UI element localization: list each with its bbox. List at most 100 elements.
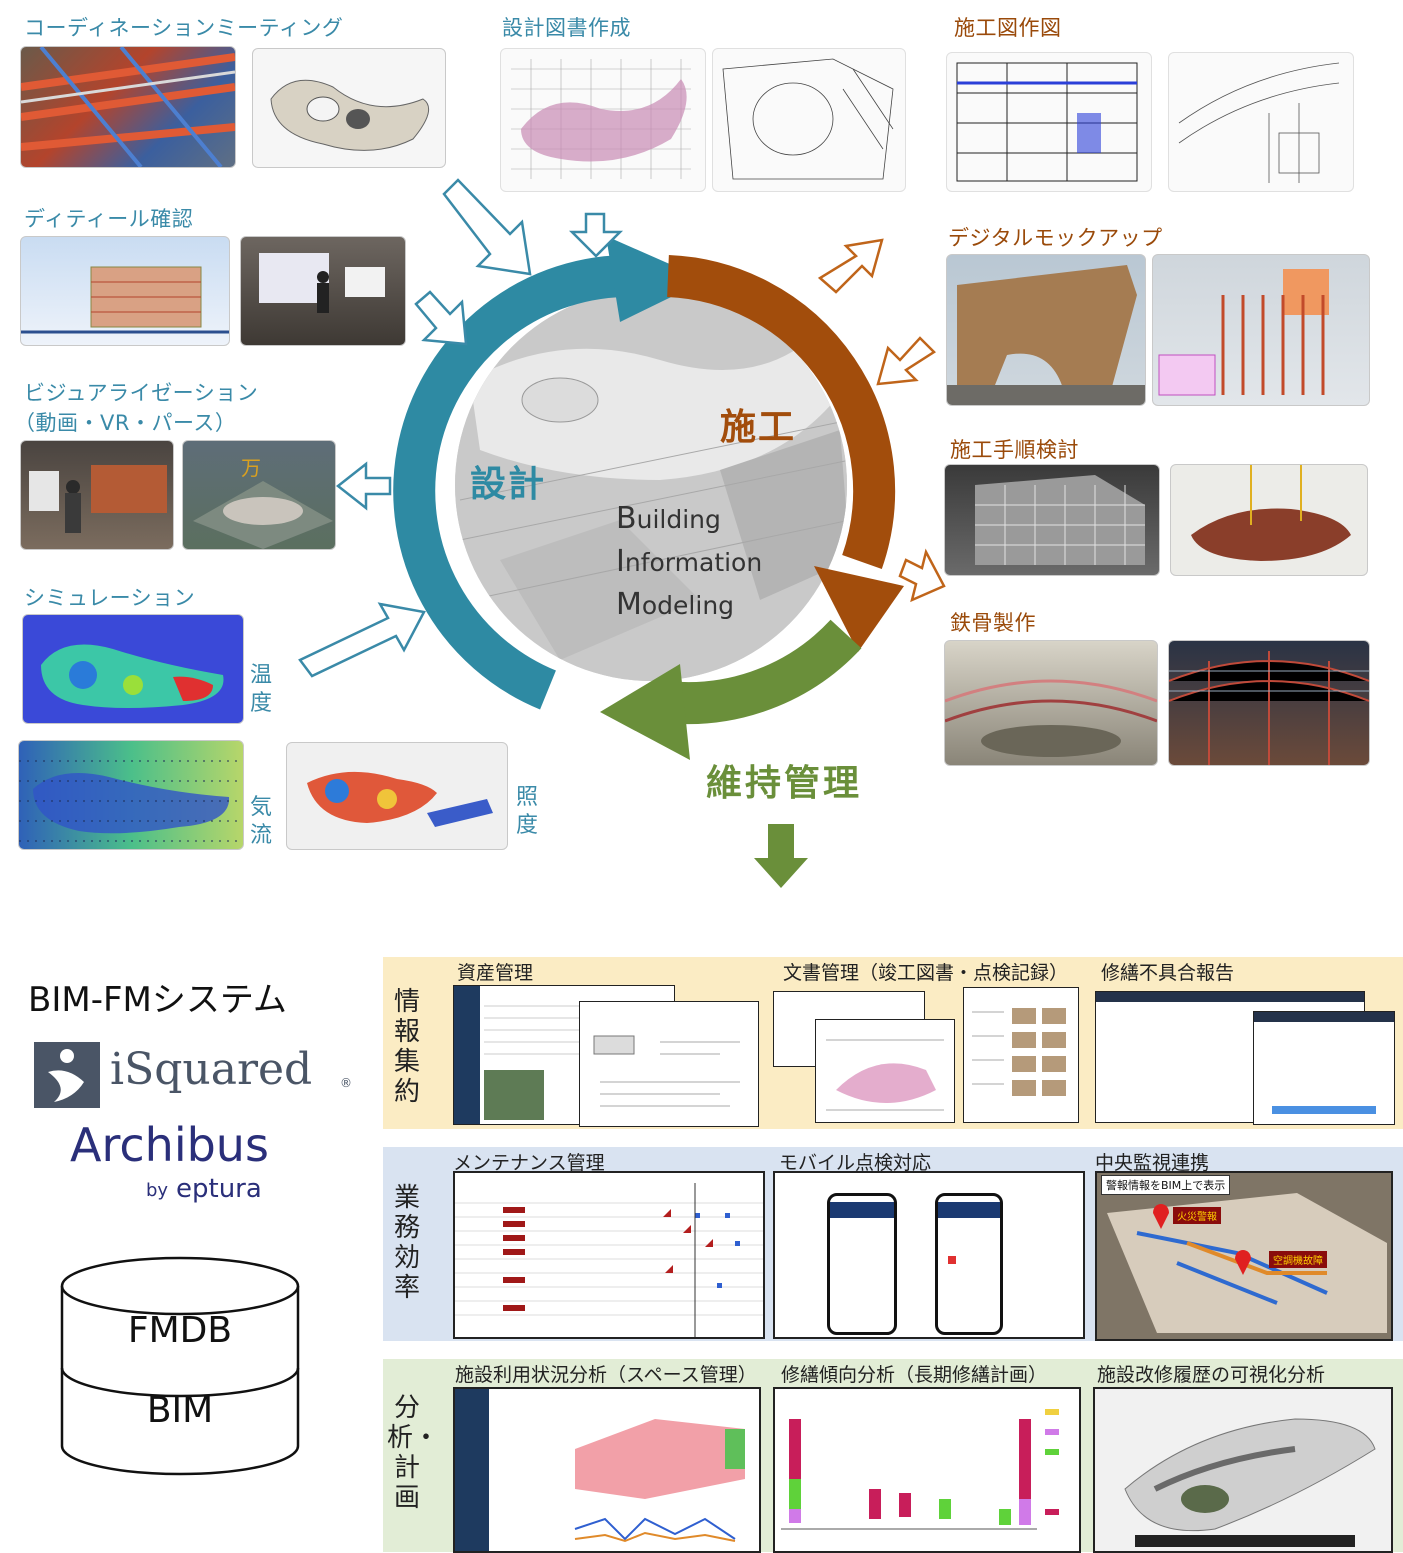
bim-cycle-diagram: コーディネーションミーティング ディティール確認 ビジュアライゼーション （動画…	[14, 16, 1370, 888]
visualization-image-2: 万	[182, 440, 336, 550]
repair-trend-chart	[781, 1409, 1059, 1530]
label-illuminance: 照度	[515, 785, 538, 838]
label-repair-report: 修繕不具合報告	[1101, 962, 1235, 984]
coordination-image-1	[20, 46, 236, 168]
arrow-digital-mockup	[817, 238, 884, 294]
label-steel: 鉄骨製作	[950, 611, 1036, 635]
bim-line-information: Information	[616, 544, 763, 579]
plan-model	[270, 79, 430, 151]
svg-text:万: 万	[241, 456, 261, 480]
fm-system-title: BIM-FMシステム	[28, 980, 287, 1020]
label-drawings: 設計図書作成	[502, 16, 631, 40]
label-asset-management: 資産管理	[457, 962, 534, 984]
label-visualization-sub: （動画・VR・パース）	[14, 411, 237, 435]
simulation-illuminance-image	[286, 742, 508, 850]
eptura-logo-text: eptura	[176, 1174, 262, 1204]
asset-map	[484, 1005, 664, 1120]
cycle-label-design: 設計	[470, 464, 547, 505]
shop-drawing-image-2	[1168, 52, 1354, 192]
label-temperature: 温度	[249, 663, 272, 716]
space-screen	[453, 1387, 761, 1553]
steel-image-2	[1168, 640, 1370, 766]
design-arc	[393, 255, 625, 710]
arrow-down-fm	[754, 824, 808, 888]
document-screen-3	[963, 987, 1079, 1123]
drawing-image-1	[500, 48, 706, 192]
detail-image-1	[20, 236, 230, 346]
arrow-simulation	[298, 602, 426, 678]
label-central-monitoring: 中央監視連携	[1095, 1152, 1210, 1174]
band-work: 業務効率 メンテナンス管理 モバイル点検対応 中央監視連携 警報情報をBIM上で…	[383, 1147, 1403, 1341]
visualization-image-1	[20, 440, 174, 550]
archibus-logo: Archibus by eptura	[70, 1118, 330, 1214]
design-arrowhead	[606, 236, 706, 322]
arrow-to-cycle-mockup	[876, 336, 936, 386]
duct-render	[21, 47, 235, 167]
db-label-bim: BIM	[146, 1390, 214, 1431]
arrow-coordination	[442, 178, 532, 276]
temperature-map	[41, 644, 224, 708]
renovation-screen	[1093, 1387, 1393, 1553]
aerial-model	[455, 289, 847, 681]
label-document-management: 文書管理（竣工図書・点検記録）	[783, 962, 1069, 984]
alarm-pin-1-icon	[1153, 1204, 1169, 1229]
archibus-logo-text: Archibus	[70, 1118, 269, 1172]
section-model	[21, 266, 229, 334]
steel-photo	[1169, 651, 1369, 765]
database-cylinder	[60, 1256, 300, 1476]
simulation-airflow-image	[18, 740, 244, 850]
alarm-pin-2-icon	[1235, 1250, 1251, 1275]
steel-image-1	[944, 640, 1158, 766]
label-detail-check: ディティール確認	[24, 207, 194, 231]
bim-line-building: Building	[616, 501, 721, 536]
label-shop-drawings: 施工図作図	[954, 16, 1062, 40]
mockup-image-1	[946, 254, 1146, 406]
cycle-label-construction: 施工	[720, 407, 797, 448]
maintenance-screen	[453, 1171, 765, 1339]
label-coordination: コーディネーションミーティング	[24, 16, 344, 40]
phone-2	[935, 1193, 1003, 1335]
shop-drawing-detail	[1178, 62, 1340, 183]
maintenance-schedule	[455, 1183, 763, 1337]
alarm-label-hvac: 空調機故障	[1269, 1251, 1327, 1268]
mockup-image-2	[1152, 254, 1370, 406]
isquared-registered-mark: ®	[340, 1076, 352, 1090]
asset-detail	[593, 1035, 740, 1107]
cycle-graphic	[298, 178, 946, 888]
crane-model	[1191, 465, 1351, 561]
coordination-image-2	[252, 48, 446, 168]
presentation-photo	[259, 253, 385, 313]
renovation-model	[1124, 1418, 1376, 1547]
plan-drawing	[511, 59, 691, 179]
procedure-image-2	[1170, 464, 1368, 576]
label-simulation: シミュレーション	[24, 586, 196, 610]
label-mobile-inspection: モバイル点検対応	[779, 1152, 932, 1174]
arrow-procedure	[898, 548, 946, 603]
scaffold-model	[975, 475, 1145, 565]
mockup-photo	[947, 265, 1145, 405]
illuminance-map	[307, 771, 493, 827]
band-information-title: 情報集約	[393, 987, 420, 1107]
band-work-title: 業務効率	[393, 1183, 420, 1303]
arrow-visualization	[335, 461, 392, 511]
cycle-label-maintenance: 維持管理	[706, 763, 863, 804]
vr-room-photo	[29, 465, 167, 533]
bim-line-modeling: Modeling	[616, 587, 735, 622]
detail-image-2	[240, 236, 406, 346]
label-space-analysis: 施設利用状況分析（スペース管理）	[455, 1364, 757, 1386]
mobile-screen	[773, 1171, 1085, 1339]
inspection-photos	[972, 1008, 1066, 1096]
inflow-arrows	[298, 178, 624, 678]
label-airflow: 気流	[249, 795, 272, 848]
repair-screen-front	[1253, 1011, 1395, 1125]
mockup-model	[1158, 269, 1329, 396]
label-digital-mockup: デジタルモックアップ	[948, 226, 1163, 250]
drawing-image-2	[712, 48, 906, 192]
band-analysis: 分析・計画 施設利用状況分析（スペース管理） 修繕傾向分析（長期修繕計画） 施設…	[383, 1359, 1403, 1553]
label-procedure: 施工手順検討	[950, 438, 1079, 462]
shop-drawing	[956, 62, 1138, 182]
label-maintenance-management: メンテナンス管理	[453, 1152, 605, 1174]
procedure-image-1	[944, 464, 1160, 576]
airflow-map	[19, 760, 243, 842]
document-drawing	[826, 1039, 944, 1111]
